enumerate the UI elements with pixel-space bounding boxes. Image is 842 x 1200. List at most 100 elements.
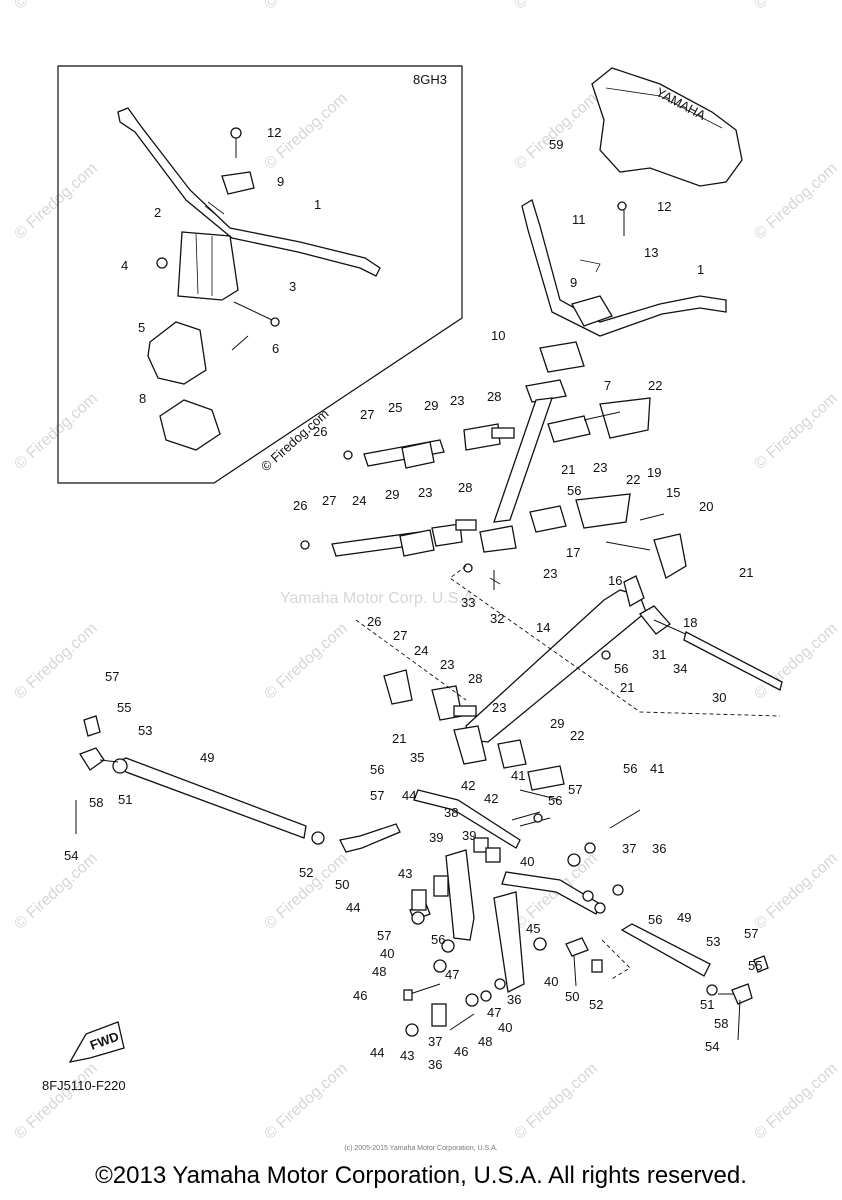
part-number-label: 26 (293, 498, 307, 513)
part-number-label: 57 (744, 926, 758, 941)
part-number-label: 14 (536, 620, 550, 635)
part-number-label: 3 (289, 279, 296, 294)
firedog-watermark: © Firedog.com (751, 620, 841, 703)
firedog-watermark: © Firedog.com (11, 160, 101, 243)
part-number-label: 20 (699, 499, 713, 514)
part-number-label: 1 (314, 197, 321, 212)
firedog-watermark: © Firedog.com (511, 90, 601, 173)
linkage-upper (343, 397, 651, 469)
part-number-label: 52 (299, 865, 313, 880)
firedog-watermark: © Firedog.com (11, 850, 101, 933)
part-number-label: 21 (392, 731, 406, 746)
part-number-label: 21 (561, 462, 575, 477)
part-number-label: 40 (520, 854, 534, 869)
part-number-label: 37 (428, 1034, 442, 1049)
handlebar-clamp (571, 201, 627, 327)
part-number-label: 27 (322, 493, 336, 508)
part-number-label: 23 (418, 485, 432, 500)
part-number-label: 27 (360, 407, 374, 422)
part-number-label: 28 (468, 671, 482, 686)
part-number-label: 36 (507, 992, 521, 1007)
part-number-label: 39 (462, 828, 476, 843)
inset-pad-8 (159, 399, 221, 451)
part-number-label: 41 (650, 761, 664, 776)
part-number-label: 24 (414, 643, 428, 658)
part-number-label: 15 (666, 485, 680, 500)
inset-code: 8GH3 (413, 72, 447, 87)
part-number-label: 23 (450, 393, 464, 408)
part-number-label: 2 (154, 205, 161, 220)
part-number-label: 35 (410, 750, 424, 765)
part-number-label: 38 (444, 805, 458, 820)
part-number-label: 56 (431, 932, 445, 947)
part-number-label: 56 (548, 793, 562, 808)
part-number-label: 49 (677, 910, 691, 925)
part-number-label: 28 (458, 480, 472, 495)
part-number-label: 59 (549, 137, 563, 152)
inset-handlebar (117, 107, 381, 277)
part-number-label: 42 (484, 791, 498, 806)
part-number-label: 23 (543, 566, 557, 581)
part-number-label: 50 (565, 989, 579, 1004)
part-number-label: 29 (385, 487, 399, 502)
firedog-watermark: © Firedog.com (511, 1060, 601, 1143)
firedog-watermark: © Firedog.com (11, 390, 101, 473)
part-number-label: 24 (352, 493, 366, 508)
part-number-label: 56 (648, 912, 662, 927)
rotated-watermark: © Firedog.com (258, 406, 332, 474)
firedog-watermark: © Firedog.com (261, 1060, 351, 1143)
part-number-label: 27 (393, 628, 407, 643)
part-number-label: 21 (620, 680, 634, 695)
inset-bolt-3 (233, 301, 280, 327)
firedog-watermark: © Firedog.com (751, 0, 841, 13)
firedog-watermark: © Firedog.com (751, 850, 841, 933)
part-number-label: 12 (657, 199, 671, 214)
part-number-label: 36 (652, 841, 666, 856)
part-number-label: 55 (748, 958, 762, 973)
inset-bolt-4 (156, 257, 168, 269)
part-number-label: 1 (697, 262, 704, 277)
part-number-label: 9 (570, 275, 577, 290)
part-number-label: 39 (429, 830, 443, 845)
part-number-label: 5 (138, 320, 145, 335)
part-number-label: 33 (461, 595, 475, 610)
part-number-label: 43 (400, 1048, 414, 1063)
inset-bolt-6 (231, 335, 249, 351)
part-number-label: 57 (370, 788, 384, 803)
part-number-label: 29 (424, 398, 438, 413)
part-number-label: 52 (589, 997, 603, 1012)
firedog-watermark: © Firedog.com (751, 390, 841, 473)
part-number-label: 46 (454, 1044, 468, 1059)
part-number-label: 44 (402, 788, 416, 803)
part-number-label: 58 (714, 1016, 728, 1031)
steering-column-upper (479, 341, 585, 553)
part-number-label: 55 (117, 700, 131, 715)
dashed-leaders (355, 565, 781, 981)
part-number-label: 30 (712, 690, 726, 705)
part-number-label: 49 (200, 750, 214, 765)
part-number-label: 22 (648, 378, 662, 393)
part-number-label: 26 (367, 614, 381, 629)
fwd-arrow: FWD (68, 1021, 125, 1063)
part-number-label: 56 (623, 761, 637, 776)
part-number-label: 22 (570, 728, 584, 743)
steering-shaft (463, 563, 647, 743)
firedog-watermark: © Firedog.com (751, 1060, 841, 1143)
part-number-label: 57 (568, 782, 582, 797)
firedog-watermark: © Firedog.com (751, 160, 841, 243)
part-number-label: 36 (428, 1057, 442, 1072)
part-number-label: 8 (139, 391, 146, 406)
part-number-label: 18 (683, 615, 697, 630)
part-number-label: 22 (626, 472, 640, 487)
tie-rod-left (75, 715, 325, 845)
inset-clamp (221, 127, 255, 195)
part-number-label: 37 (622, 841, 636, 856)
part-number-label: 44 (346, 900, 360, 915)
part-number-label: 17 (566, 545, 580, 560)
part-number-label: 34 (673, 661, 687, 676)
part-number-label: 12 (267, 125, 281, 140)
part-number-label: 57 (377, 928, 391, 943)
firedog-watermark: © Firedog.com (511, 0, 601, 13)
tie-rod-right (620, 923, 769, 1041)
